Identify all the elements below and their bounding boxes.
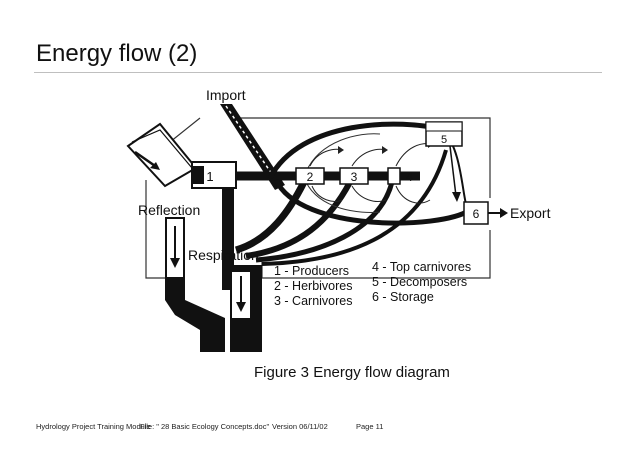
box-label-1: 1 (206, 169, 213, 184)
footer-version: Version 06/11/02 (272, 422, 328, 431)
footer-project: Hydrology Project Training Module (36, 422, 151, 431)
footer-page: Page 11 (356, 422, 384, 431)
respiration-fan-1 (234, 180, 308, 254)
decomposer-loop-outline-a (305, 133, 381, 173)
legend-item-storage: 6 - Storage (372, 290, 434, 304)
producer-trunk (222, 186, 234, 268)
transfer-arrowheads (338, 140, 434, 154)
decomposer-to-storage (449, 145, 457, 197)
box-carnivores (339, 167, 369, 185)
legend: 1 - Producers 2 - Herbivores 3 - Carnivo… (274, 260, 471, 308)
sunlight-band-inner (131, 129, 193, 169)
legend-item-producers: 1 - Producers (274, 264, 349, 278)
slide-title: Energy flow (2) (36, 40, 198, 67)
box-label-3: 3 (351, 170, 358, 184)
title-divider (34, 72, 602, 73)
box-label-5: 5 (441, 134, 447, 146)
import-label: Import (206, 87, 246, 103)
box-storage (463, 201, 489, 225)
heat-loss-channel (165, 278, 225, 352)
sunlight-arrowhead (150, 162, 160, 170)
decomposer-loop-inner (273, 178, 472, 226)
reflection-arrowhead (170, 258, 180, 268)
legend-item-top-carnivores: 4 - Top carnivores (372, 260, 471, 274)
respiration-fan-2 (245, 180, 353, 259)
box-herbivores (295, 167, 325, 185)
legend-item-decomposers: 5 - Decomposers (372, 275, 467, 289)
respiration-fan-3 (255, 181, 395, 263)
respiration-label: Respiration (188, 247, 259, 263)
reflection-label: Reflection (138, 202, 200, 218)
box-label-4: 4 (406, 170, 413, 184)
box-label-2: 2 (307, 170, 314, 184)
respiration-arrowhead (236, 302, 246, 312)
legend-item-herbivores: 2 - Herbivores (274, 279, 353, 293)
box-top-carnivores (387, 167, 401, 185)
decomposer-loop-outline-b (305, 181, 381, 213)
decomposer-to-storage-arrowhead (452, 192, 461, 202)
legend-item-carnivores: 3 - Carnivores (274, 294, 353, 308)
box-label-6: 6 (473, 207, 480, 221)
box-producers-inner (192, 166, 204, 184)
figure-caption: Figure 3 Energy flow diagram (254, 364, 450, 381)
import-flow (220, 104, 285, 190)
export-arrowhead (500, 208, 508, 218)
export-label: Export (510, 205, 551, 221)
respiration-fan-4 (261, 149, 448, 266)
box-decomposers-top (425, 121, 463, 132)
footer-file: File: " 28 Basic Ecology Concepts.doc" (140, 422, 270, 431)
